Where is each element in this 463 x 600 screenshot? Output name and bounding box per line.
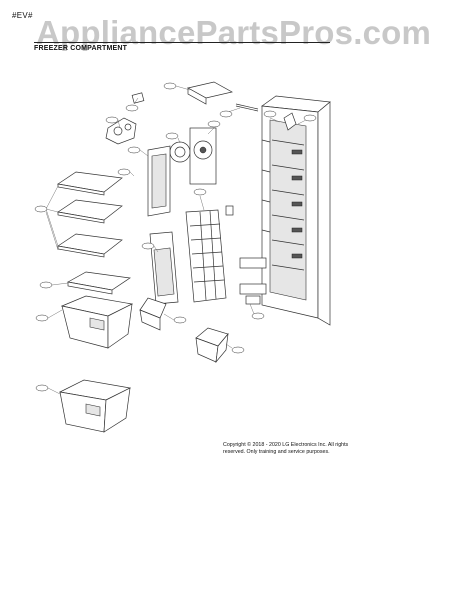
shelf-1 [57, 171, 123, 196]
callout-tag [35, 314, 49, 322]
callout-tag [117, 168, 131, 176]
callout-tag [231, 346, 245, 354]
watermark: AppliancePartsPros.com [36, 14, 432, 51]
evaporator-cover [149, 231, 179, 305]
section-title: FREEZER COMPARTMENT [34, 45, 128, 52]
ice-bin-small [139, 297, 167, 331]
callout-tag [207, 120, 221, 128]
evaporator [185, 209, 227, 303]
cabinet-rails [271, 139, 305, 271]
fan-motor-assembly [169, 127, 217, 185]
thermistor [225, 205, 234, 216]
revision-mark: #EV# [12, 11, 33, 20]
callout-tag [39, 281, 53, 289]
callout-tag [193, 188, 207, 196]
callout-tag [125, 104, 139, 112]
callout-tag [251, 312, 265, 320]
callout-tag [127, 146, 141, 154]
duct-cover [147, 145, 171, 217]
drawer-lower [58, 379, 132, 433]
shelf-2 [57, 199, 123, 224]
callout-tag [219, 110, 233, 118]
callout-tag [34, 205, 48, 213]
freezer-cabinet [239, 95, 331, 326]
callout-tag [165, 132, 179, 140]
top-bracket [187, 81, 259, 112]
header-rule [34, 42, 330, 43]
drawer-upper [60, 295, 134, 349]
callout-tag [303, 114, 317, 122]
callout-tag [141, 242, 155, 250]
shelf-3 [57, 233, 123, 258]
callout-tag [105, 116, 119, 124]
copyright-notice: Copyright © 2018 - 2020 LG Electronics I… [223, 442, 349, 455]
callout-tag [173, 316, 187, 324]
shelf-4 [66, 271, 131, 295]
callout-tag [35, 384, 49, 392]
callout-tag [163, 82, 177, 90]
callout-tags [34, 82, 317, 392]
callout-tag [263, 110, 277, 118]
ice-bucket [195, 327, 229, 364]
